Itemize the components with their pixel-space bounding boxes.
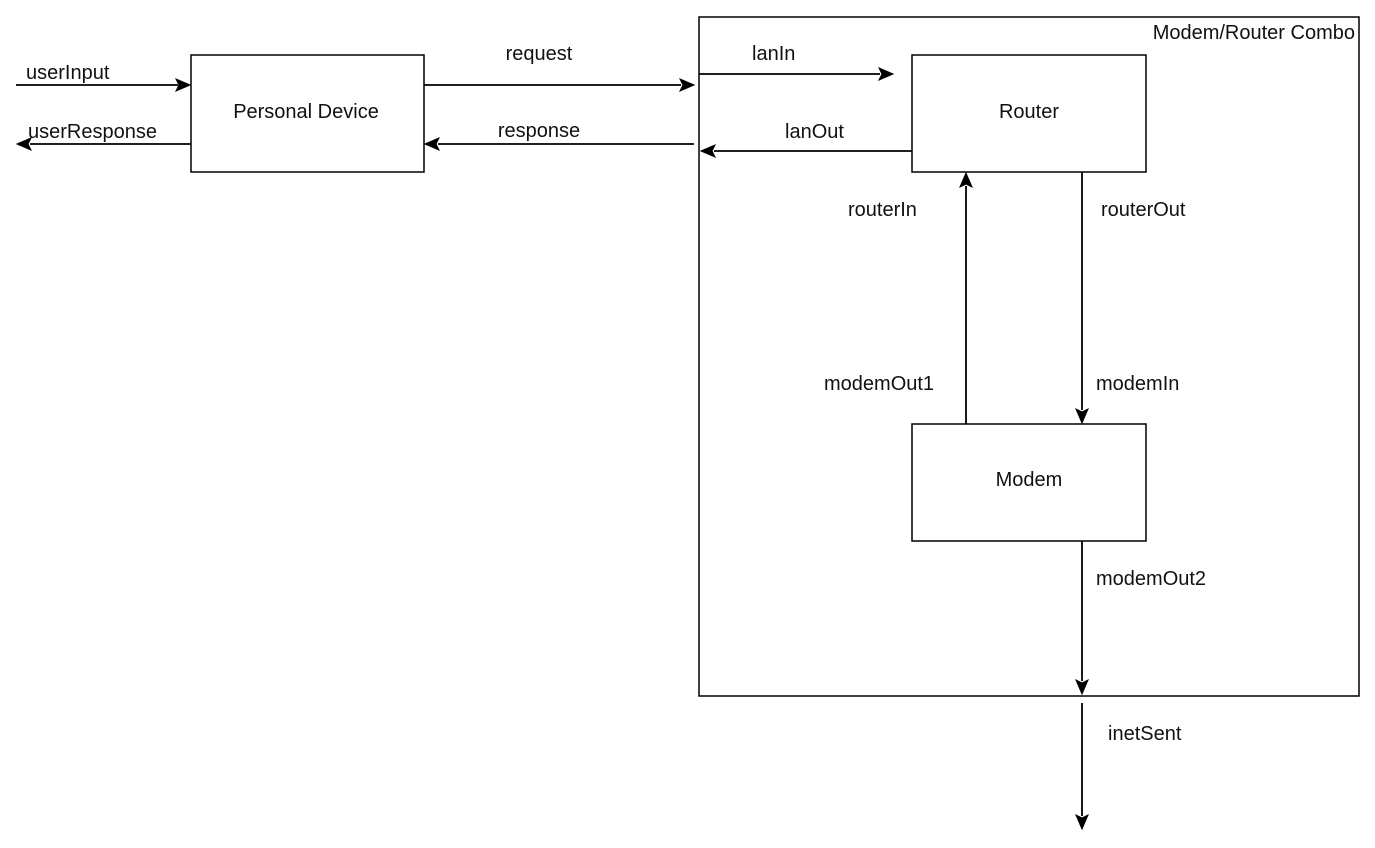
- modem-node: [911, 423, 1147, 542]
- modem-router-combo-frame: [698, 16, 1360, 697]
- personal-device-label: Personal Device: [233, 101, 379, 123]
- modem-label: Modem: [996, 469, 1063, 491]
- user-response-arrowhead: [15, 137, 33, 151]
- response-arrowhead: [423, 137, 441, 151]
- modem-out2-arrowhead: [1075, 678, 1089, 696]
- lan-in-label: lanIn: [752, 43, 795, 65]
- modem-in-label: modemIn: [1096, 373, 1179, 395]
- router-in-label: routerIn: [848, 199, 917, 221]
- user-response-label: userResponse: [28, 121, 157, 143]
- modem-out1-label: modemOut1: [824, 373, 934, 395]
- modem-out2-label: modemOut2: [1096, 568, 1206, 590]
- response-label: response: [498, 120, 580, 142]
- user-input-label: userInput: [26, 62, 110, 84]
- personal-device-node: [190, 54, 425, 173]
- inet-sent-arrowhead: [1075, 813, 1089, 831]
- modem-router-combo-title: Modem/Router Combo: [1153, 22, 1355, 44]
- request-label: request: [506, 43, 573, 65]
- lan-out-label: lanOut: [785, 121, 844, 143]
- lan-in-arrowhead: [877, 67, 895, 81]
- router-out-arrowhead: [1075, 407, 1089, 425]
- router-in-arrowhead: [959, 171, 973, 189]
- router-node: [911, 54, 1147, 173]
- user-input-arrowhead: [174, 78, 192, 92]
- router-out-label: routerOut: [1101, 199, 1186, 221]
- request-arrowhead: [678, 78, 696, 92]
- router-label: Router: [999, 101, 1059, 123]
- lan-out-arrowhead: [699, 144, 717, 158]
- inet-sent-label: inetSent: [1108, 723, 1182, 745]
